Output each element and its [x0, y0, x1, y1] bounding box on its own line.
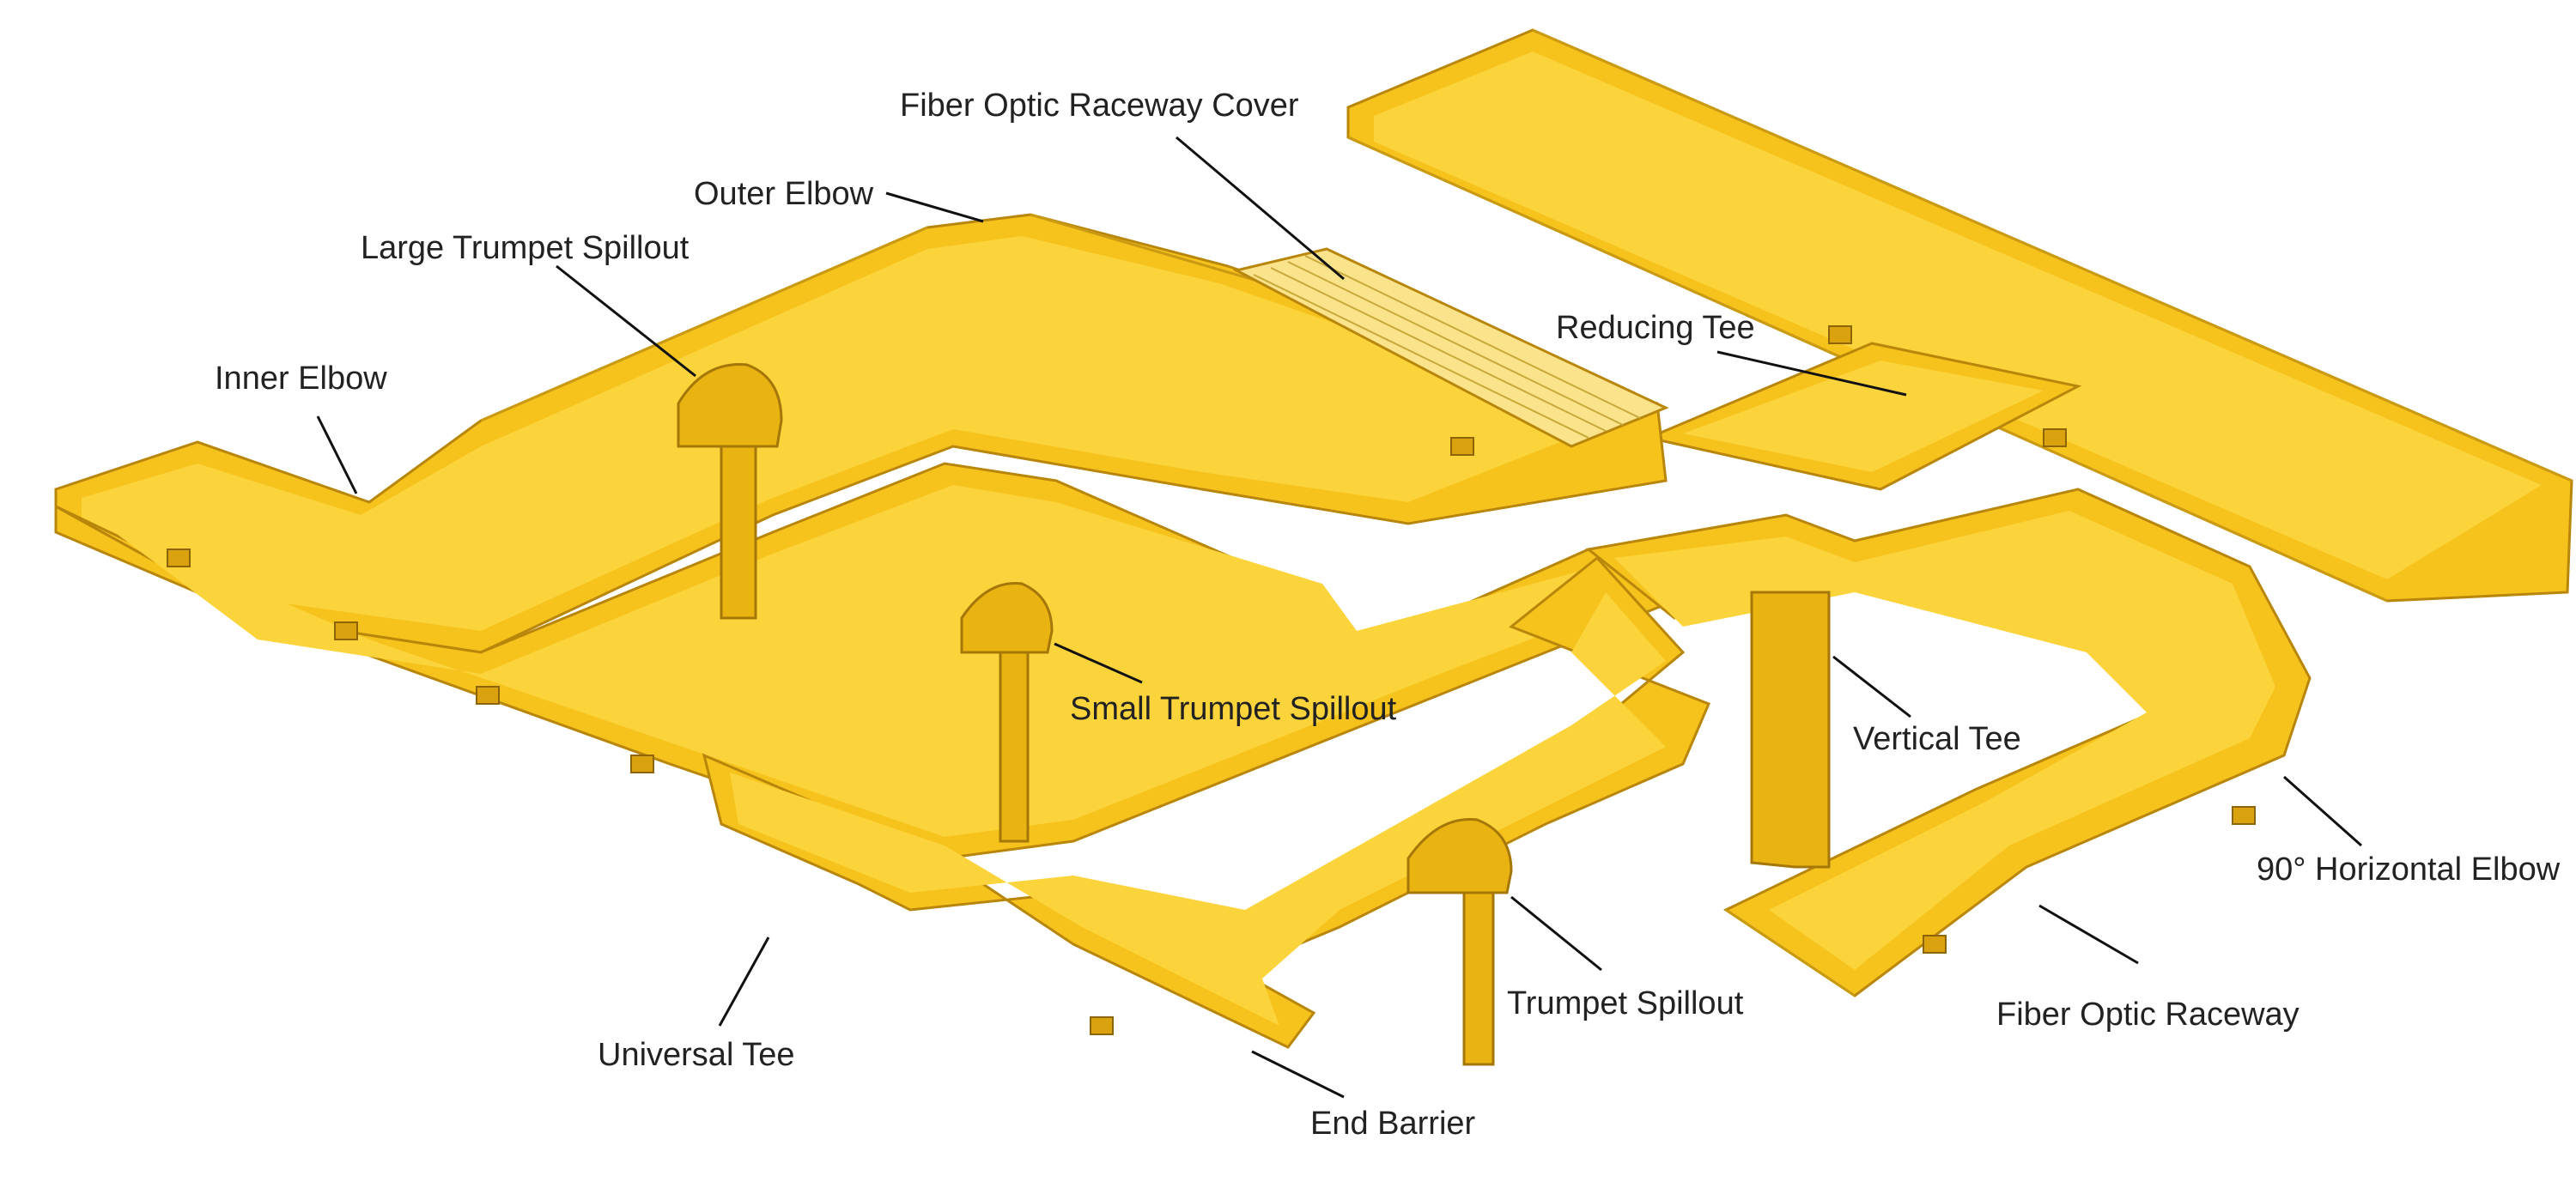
leader-small-trumpet [1054, 642, 1143, 684]
leader-outer-elbow [885, 191, 984, 223]
label-trumpet-spillout: Trumpet Spillout [1507, 985, 1744, 1021]
leader-universal-tee [718, 936, 770, 1027]
label-universal-tee: Universal Tee [598, 1037, 795, 1073]
small-trumpet-hood [960, 582, 1054, 654]
joint-clip [1923, 935, 1947, 954]
vertical-tee-drop [1750, 591, 1831, 869]
small-trumpet-drop [999, 616, 1030, 843]
joint-clip [167, 549, 191, 567]
label-end-barrier: End Barrier [1310, 1106, 1476, 1142]
label-small-trumpet-spillout: Small Trumpet Spillout [1070, 691, 1397, 727]
joint-clips [167, 325, 2256, 1035]
joint-clip [334, 621, 358, 640]
leader-reducing-tee [1716, 350, 1907, 397]
joint-clip [1090, 1016, 1114, 1035]
trumpet-hood [1406, 818, 1513, 894]
label-fiber-optic-raceway: Fiber Optic Raceway [1996, 997, 2300, 1033]
lower-loop-raceway [702, 555, 1710, 1049]
leader-inner-elbow [316, 415, 358, 494]
joint-clip [1450, 437, 1474, 456]
joint-clip [2043, 428, 2067, 447]
joint-clip [630, 755, 654, 773]
label-vertical-tee: Vertical Tee [1853, 721, 2021, 757]
leader-vertical-tee [1832, 655, 1911, 718]
leader-large-trumpet [556, 264, 696, 378]
leader-lines [316, 136, 2362, 1099]
label-90-horizontal-elbow: 90° Horizontal Elbow [2257, 852, 2561, 888]
leader-trumpet-spillout [1510, 895, 1602, 972]
reducing-tee-section [1644, 342, 2082, 491]
label-reducing-tee: Reducing Tee [1556, 310, 1755, 346]
raceway-cover [1232, 247, 1669, 448]
label-fiber-optic-raceway-cover: Fiber Optic Raceway Cover [900, 88, 1299, 124]
right-lower-raceway [1585, 488, 2312, 997]
joint-clip [1828, 325, 1852, 344]
leader-horizontal-elbow [2283, 775, 2362, 847]
leader-raceway-cover [1176, 136, 1345, 281]
label-inner-elbow: Inner Elbow [215, 361, 387, 397]
leader-end-barrier [1251, 1050, 1345, 1099]
label-outer-elbow: Outer Elbow [694, 176, 874, 212]
leader-fiber-raceway [2038, 904, 2139, 965]
vertical-drops [677, 363, 1831, 1066]
large-trumpet-hood [677, 363, 783, 448]
joint-clip [2232, 806, 2256, 825]
joint-clip [476, 686, 500, 705]
label-large-trumpet-spillout: Large Trumpet Spillout [361, 230, 690, 266]
